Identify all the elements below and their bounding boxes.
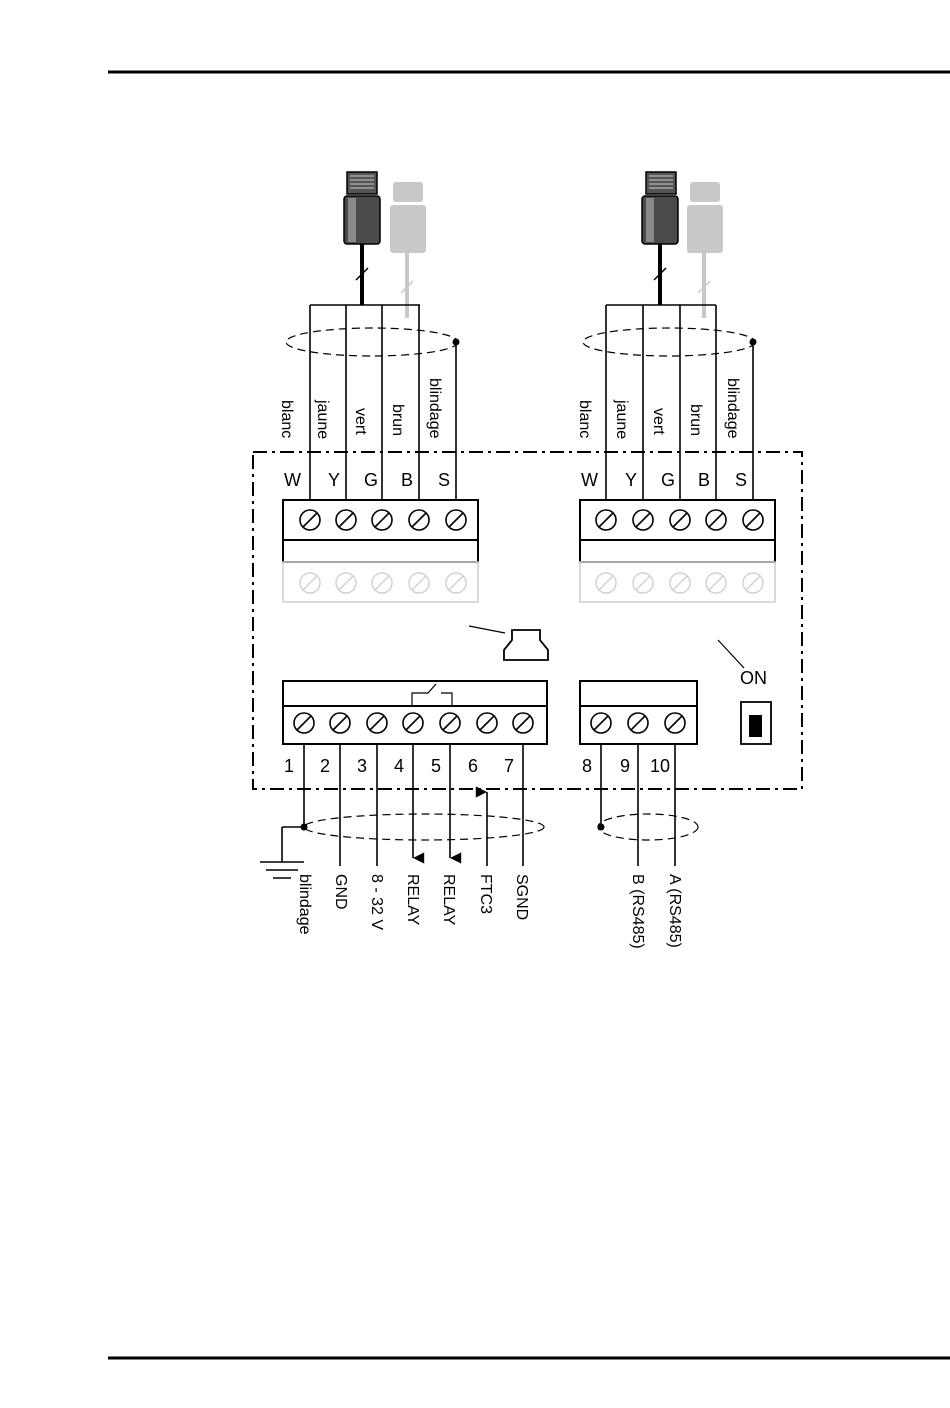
- sensor-1-wire-label: blanc: [278, 400, 295, 438]
- terminal-number: 4: [394, 756, 404, 776]
- terminal-number: 1: [284, 756, 294, 776]
- terminal-letter: W: [581, 470, 598, 490]
- terminal-letter: Y: [625, 470, 637, 490]
- sensor-1-wire-label: jaune: [314, 399, 331, 439]
- signal-label: 8 - 32 V: [368, 874, 385, 930]
- sensor-2-ghost-connector-icon: [687, 182, 723, 318]
- signal-label: GND: [332, 874, 349, 910]
- terminal-number: 3: [357, 756, 367, 776]
- terminal-number: 10: [650, 756, 670, 776]
- sensor-1-wire-label: brun: [389, 404, 406, 436]
- sensor-1-wire-label: vert: [352, 408, 369, 435]
- sensor-2-wire-label: jaune: [613, 399, 630, 439]
- sensor-2-connector-icon: [642, 172, 678, 305]
- sensor-2-wire-label: blanc: [576, 400, 593, 438]
- sensor-1-ghost-connector-icon: [390, 182, 426, 318]
- ground-icon: [260, 827, 304, 878]
- terminal-number: 7: [504, 756, 514, 776]
- switch-on-label: ON: [740, 668, 767, 688]
- sensor-1: blanc jaune vert brun blindage W Y G B S: [278, 172, 478, 602]
- sensor-1-connector-icon: [344, 172, 380, 305]
- rs485-terminal-block: [580, 681, 697, 744]
- signal-label: blindage: [296, 874, 313, 935]
- terminal-letter: S: [438, 470, 450, 490]
- sensor-2-wire-label: vert: [650, 408, 667, 435]
- terminal-number: 6: [468, 756, 478, 776]
- dip-switch: ON: [718, 640, 771, 744]
- signal-label: B (RS485): [629, 874, 646, 949]
- terminal-letter: G: [364, 470, 378, 490]
- terminal-letter: B: [401, 470, 413, 490]
- terminal-letter: Y: [328, 470, 340, 490]
- terminal-number: 8: [582, 756, 592, 776]
- sensor-2-wire-label: brun: [687, 404, 704, 436]
- signal-label: A (RS485): [666, 874, 683, 948]
- signal-label: RELAY: [440, 874, 457, 926]
- main-terminal-block: [283, 681, 547, 744]
- terminal-number: 5: [431, 756, 441, 776]
- terminal-letter: W: [284, 470, 301, 490]
- sensor-2-wire-label: blindage: [724, 378, 741, 439]
- signal-label: RELAY: [404, 874, 421, 926]
- terminal-number: 9: [620, 756, 630, 776]
- signal-label: SGND: [513, 874, 530, 920]
- sensor-1-wire-label: blindage: [426, 378, 443, 439]
- terminal-letter: B: [698, 470, 710, 490]
- terminal-letter: G: [661, 470, 675, 490]
- signal-label: FTC3: [477, 874, 494, 914]
- sensor-1-terminal-block: [283, 500, 478, 602]
- terminal-letter: S: [735, 470, 747, 490]
- terminal-number: 2: [320, 756, 330, 776]
- push-button-icon: [469, 626, 548, 660]
- sensor-2: blanc jaune vert brun blindage W Y G B S: [576, 172, 775, 602]
- sensor-2-terminal-block: [580, 500, 775, 602]
